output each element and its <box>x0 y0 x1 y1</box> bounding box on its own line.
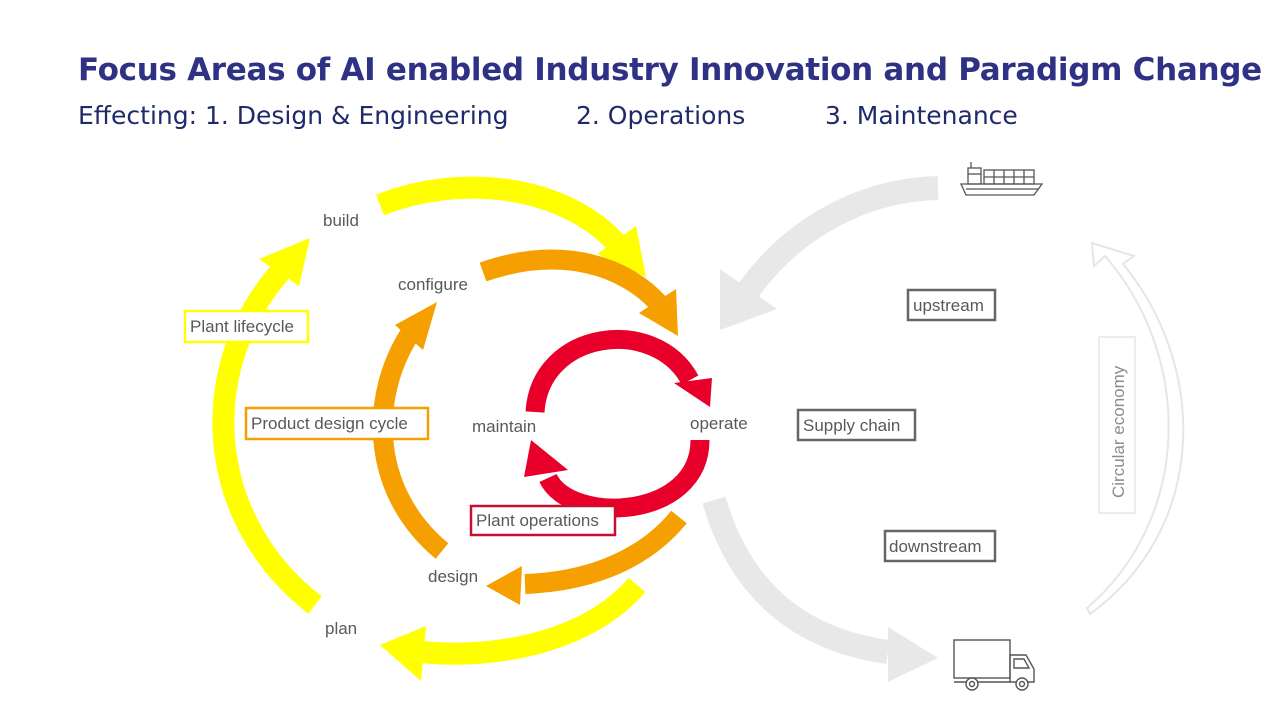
plant-operations-bottom-arrow <box>524 439 710 518</box>
product-design-top-arrow <box>479 249 678 336</box>
downstream-label: downstream <box>883 529 997 563</box>
subtitle-operations: 2. Operations <box>576 101 746 130</box>
plant-lifecycle-bottom-arrow <box>380 577 646 681</box>
product-design-cycle-label-text: Product design cycle <box>251 414 408 433</box>
circular-economy-label: Circular economy <box>1098 336 1136 514</box>
plant-lifecycle-label-text: Plant lifecycle <box>190 317 294 336</box>
supply-chain-label: Supply chain <box>796 408 917 442</box>
product-design-cycle-label: Product design cycle <box>244 406 430 441</box>
stage-maintain: maintain <box>472 417 536 436</box>
upstream-label-text: upstream <box>913 296 984 315</box>
stage-design: design <box>428 567 478 586</box>
upstream-label: upstream <box>906 288 997 322</box>
upstream-arrow <box>720 176 939 330</box>
plant-lifecycle-label: Plant lifecycle <box>183 309 310 344</box>
plant-lifecycle-top-arrow <box>376 176 646 277</box>
downstream-arrow <box>702 496 938 682</box>
cargo-ship-icon <box>959 162 1044 196</box>
circular-economy-label-text: Circular economy <box>1109 365 1128 498</box>
slide-title: Focus Areas of AI enabled Industry Innov… <box>78 52 1262 88</box>
stage-build: build <box>323 211 359 230</box>
subtitle-maintenance: 3. Maintenance <box>825 101 1018 130</box>
downstream-label-text: downstream <box>889 537 982 556</box>
stage-operate: operate <box>690 414 748 433</box>
subtitle-design-engineering: Effecting: 1. Design & Engineering <box>78 101 509 130</box>
stage-plan: plan <box>325 619 357 638</box>
plant-operations-label: Plant operations <box>469 504 617 537</box>
product-design-bottom-arrow <box>486 510 687 605</box>
plant-operations-label-text: Plant operations <box>476 511 599 530</box>
stage-configure: configure <box>398 275 468 294</box>
circular-economy-arrow <box>1085 241 1185 616</box>
plant-operations-top-arrow <box>525 329 712 414</box>
delivery-truck-icon <box>953 639 1035 691</box>
supply-chain-label-text: Supply chain <box>803 416 900 435</box>
